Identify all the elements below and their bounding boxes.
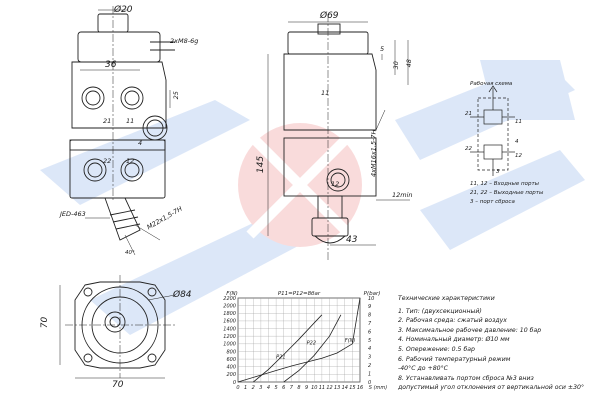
side-port-12: 12 (331, 180, 340, 188)
chart-y2-tick: 10 (368, 296, 374, 302)
chart-y2-tick: 4 (368, 346, 371, 352)
chart-y-tick: 1400 (223, 326, 236, 332)
spec-item-8: 8. Устанавливать портом сброса №3 вниз (398, 374, 534, 382)
chart-y-tick: 2000 (223, 303, 236, 309)
schem-legend-3: 3 – порт сброса (470, 199, 515, 205)
schematic-title: Рабочая схема (470, 81, 513, 87)
tech-specs: Технические характеристики 1. Тип: (двух… (398, 294, 598, 393)
chart-series-line-1 (253, 314, 323, 383)
port-21: 21 (103, 117, 112, 125)
dim-d69: Ø69 (320, 11, 339, 21)
chart-y-tick: 0 (233, 380, 236, 386)
chart-y2-tick: 2 (368, 363, 371, 369)
chart-xlabel: S (mm) (369, 385, 387, 391)
chart-y2-tick: 5 (368, 338, 371, 344)
chart-x-tick: 16 (357, 385, 363, 391)
chart-series-line-0 (237, 297, 361, 383)
specs-title: Технические характеристики (398, 295, 495, 302)
chart-x-tick: 12 (326, 385, 332, 391)
chart-x-tick: 1 (244, 385, 247, 391)
schem-21: 21 (465, 111, 472, 117)
dim-angle-40: 40° (125, 250, 135, 256)
schem-legend-2: 21, 22 – Выходные порты (470, 190, 544, 196)
spec-item-3: 3. Максимальное рабочее давление: 10 бар (398, 326, 542, 334)
chart-x-tick: 6 (282, 385, 285, 391)
chart-y2-tick: 3 (368, 355, 371, 361)
chart-x-tick: 2 (252, 385, 255, 391)
schem-legend-1: 11, 12 – Входные порты (470, 181, 540, 187)
chart-y2-tick: 7 (368, 321, 372, 327)
chart-x-tick: 13 (334, 385, 340, 391)
chart-y-tick: 1200 (223, 334, 236, 340)
chart-x-tick: 7 (290, 385, 294, 391)
spec-item-2: 2. Рабочая среда: сжатый воздух (398, 317, 507, 325)
dim-d84: Ø84 (173, 290, 192, 300)
chart-y-tick: 1600 (223, 319, 236, 325)
port-12: 12 (126, 157, 135, 165)
chart-x-tick: 3 (259, 385, 262, 391)
jed-label: JED-463 (60, 210, 86, 218)
spec-item-6: 6. Рабочий температурный режим (398, 355, 511, 363)
chart-y2-tick: 8 (368, 313, 371, 319)
chart-y2-tick: 9 (368, 304, 371, 310)
spec-item-5: 5. Опережение: 0.5 бар (398, 345, 475, 353)
chart-x-tick: 8 (297, 385, 300, 391)
port-11: 11 (126, 117, 135, 125)
dim-12min: 12min (392, 191, 413, 199)
chart-y-tick: 200 (226, 372, 236, 378)
chart-y2-tick: 6 (368, 329, 371, 335)
dim-5: 5 (380, 45, 385, 53)
chart-y-tick: 1000 (223, 342, 236, 348)
side-port-11: 11 (321, 89, 330, 97)
chart-x-tick: 4 (267, 385, 270, 391)
chart-y2-tick: 0 (368, 380, 371, 386)
chart-y-tick: 2200 (223, 296, 236, 302)
chart-x-tick: 11 (319, 385, 325, 391)
chart-x-tick: 9 (305, 385, 308, 391)
spec-item-4: 4. Номинальный диаметр: Ø10 мм (398, 336, 510, 344)
dim-43: 43 (346, 235, 358, 245)
chart-y2label: P(bar) (364, 291, 381, 297)
chart-x-tick: 5 (275, 385, 278, 391)
chart-annotation: F(N) (345, 338, 356, 344)
chart-y-tick: 800 (226, 349, 236, 355)
chart-y-tick: 1800 (223, 311, 236, 317)
dim-w70: 70 (112, 380, 124, 390)
schem-3: 3 (496, 169, 500, 175)
chart-annotation: P21 (276, 354, 285, 360)
chart-y-tick: 400 (226, 365, 236, 371)
spec-item-7: -40°С до +80°С (398, 365, 448, 373)
dim-d20: Ø20 (114, 5, 133, 15)
chart-y-tick: 600 (226, 357, 236, 363)
chart-x-tick: 14 (342, 385, 348, 391)
chart-y2-tick: 1 (368, 371, 371, 377)
chart-x-tick: 0 (236, 385, 239, 391)
dim-w36: 36 (105, 60, 117, 70)
schem-11: 11 (515, 119, 522, 125)
schem-4: 4 (515, 139, 519, 145)
port-22: 22 (103, 157, 112, 165)
chart-ylabel: F(N) (226, 291, 238, 297)
chart-title: P11=P12=8бar (278, 291, 321, 297)
chart-annotation: P22 (307, 341, 316, 347)
chart-x-tick: 15 (349, 385, 355, 391)
chart-x-tick: 10 (311, 385, 317, 391)
schem-22: 22 (465, 146, 472, 152)
spec-item-9: допустимый угол отклонения от вертикальн… (398, 384, 585, 392)
port-4: 4 (138, 139, 143, 147)
chart-series-line-2 (283, 314, 342, 383)
dim-thread-top: 2xM8-6g (170, 37, 199, 45)
spec-item-1: 1. Тип: (двухсекционный) (398, 307, 482, 315)
schem-12: 12 (515, 153, 522, 159)
